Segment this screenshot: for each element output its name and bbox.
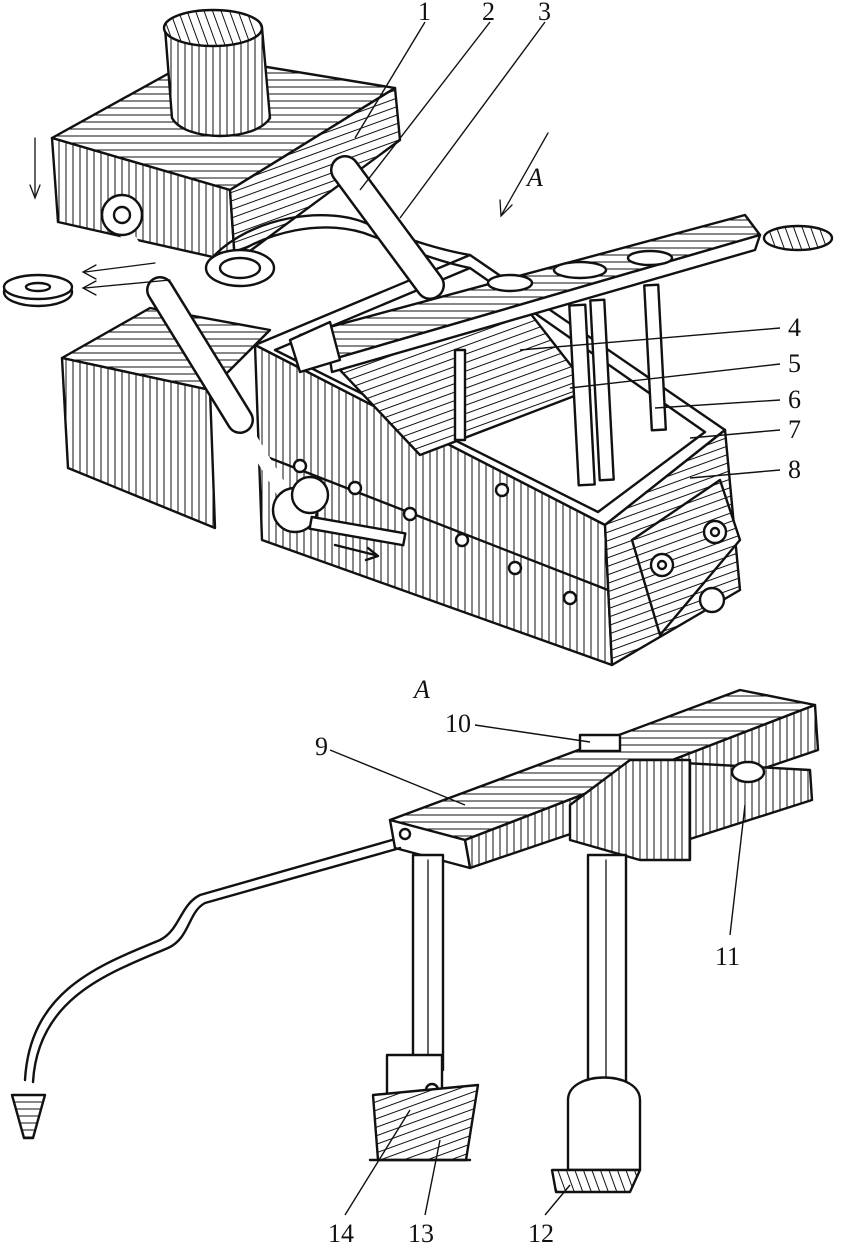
housing-hole (402, 506, 418, 522)
housing-hole (494, 482, 510, 498)
label-9: 9 (315, 732, 328, 761)
label-1: 1 (418, 0, 431, 26)
foot-shoe (566, 1076, 642, 1172)
label-13: 13 (408, 1219, 434, 1245)
view-arrow-label: A (525, 163, 543, 192)
label-12: 12 (528, 1219, 554, 1245)
label-4: 4 (788, 313, 801, 342)
probe-rod (23, 838, 394, 1082)
label-11: 11 (715, 942, 740, 971)
lower-assembly (10, 688, 820, 1194)
housing-hole (562, 590, 578, 606)
spring-wire (213, 226, 472, 272)
housing-hole (507, 560, 523, 576)
label-6: 6 (788, 385, 801, 414)
link-rod-left (100, 193, 330, 534)
lever-slot (486, 273, 534, 293)
lever-hook (288, 320, 342, 374)
label-5: 5 (788, 349, 801, 378)
label-10: 10 (445, 709, 471, 738)
eye-ring (204, 248, 276, 288)
disc-left (2, 273, 74, 308)
label-7: 7 (788, 415, 801, 444)
housing-hole (292, 458, 308, 474)
pivot-joint (100, 193, 144, 237)
adjust-wheel (290, 475, 330, 515)
housing-hole (347, 480, 363, 496)
end-cap-bolt (702, 519, 728, 545)
vertical-rods (453, 283, 668, 487)
end-cap-bolt (649, 552, 675, 578)
upper-assembly (2, 8, 834, 667)
part-labels: 1 2 3 4 5 6 7 8 9 10 11 12 13 14 A A (315, 0, 801, 1245)
slide-pin (308, 515, 407, 547)
label-3: 3 (538, 0, 551, 26)
adjust-knob (698, 586, 726, 614)
leader-lines (329, 21, 781, 1216)
top-cylinder (162, 8, 272, 138)
flow-arrows (29, 132, 549, 296)
lever-slot (626, 249, 674, 267)
housing-hole (454, 532, 470, 548)
lever-slot (552, 260, 608, 280)
lever-arm (288, 213, 762, 374)
end-cap (630, 478, 742, 637)
label-8: 8 (788, 455, 801, 484)
spring-wire (208, 214, 472, 262)
label-2: 2 (482, 0, 495, 26)
disc-right (762, 224, 834, 252)
view-title: A (412, 675, 430, 704)
link-rod-upper (330, 155, 445, 300)
label-14: 14 (328, 1219, 354, 1245)
